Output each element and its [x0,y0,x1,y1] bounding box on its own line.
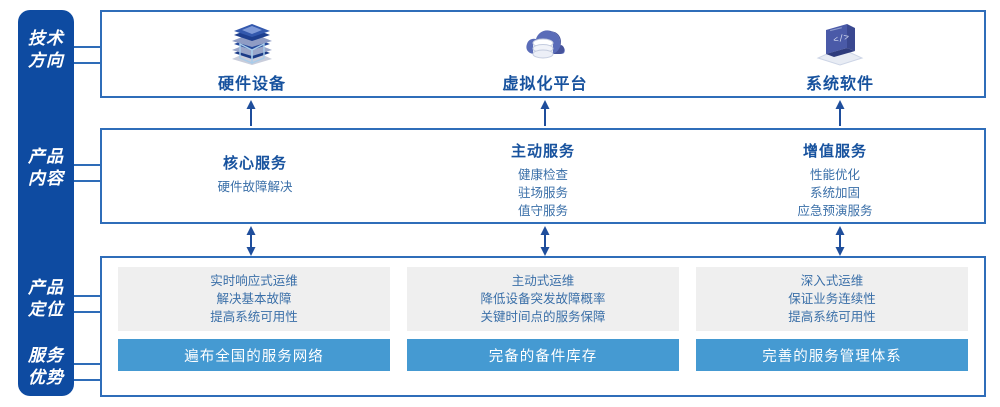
panel-product-content: 核心服务 硬件故障解决 主动服务 健康检查 驻场服务 值守服务 增值服务 性能优… [100,128,986,224]
position-line: 降低设备突发故障概率 [480,292,606,306]
position-line: 主动式运维 [511,274,575,288]
arrow-up-system-software [835,100,845,126]
content-column-proactive-service[interactable]: 主动服务 健康检查 驻场服务 值守服务 [408,140,678,220]
bottom-column-deep[interactable]: 深入式运维 保证业务连续性 提高系统可用性 完善的服务管理体系 [696,267,968,371]
arrow-up-hardware [246,100,256,126]
arrow-updown-proactive [540,226,550,256]
connector-tech-2 [74,62,102,64]
position-line: 实时响应式运维 [210,274,298,288]
position-line: 提高系统可用性 [788,310,876,324]
position-box-realtime: 实时响应式运维 解决基本故障 提高系统可用性 [118,267,390,331]
content-line: 应急预演服务 [797,204,873,218]
bottom-column-proactive[interactable]: 主动式运维 降低设备突发故障概率 关键时间点的服务保障 完备的备件库存 [407,267,679,371]
content-line: 健康检查 [517,168,568,182]
position-line: 保证业务连续性 [788,292,876,306]
position-line: 提高系统可用性 [210,310,298,324]
content-line: 驻场服务 [517,186,568,200]
panel-position-advantage: 实时响应式运维 解决基本故障 提高系统可用性 遍布全国的服务网络 主动式运维 降… [100,256,986,397]
position-line: 关键时间点的服务保障 [480,310,606,324]
advantage-banner-realtime[interactable]: 遍布全国的服务网络 [118,339,390,371]
connector-content-2 [74,180,102,182]
category-rail [18,10,74,396]
position-box-deep: 深入式运维 保证业务连续性 提高系统可用性 [696,267,968,331]
arrow-updown-deep [835,226,845,256]
tech-label-virtualization: 虚拟化平台 [502,76,588,93]
connector-tech-1 [74,46,102,48]
connector-advantage-2 [74,379,102,381]
tech-column-virtualization[interactable]: 虚拟化平台 [415,20,675,94]
content-line: 系统加固 [809,186,860,200]
content-title-core-service: 核心服务 [222,155,287,172]
laptop-code-icon: </> [710,20,970,66]
tech-label-hardware: 硬件设备 [217,76,286,93]
svg-text:</>: </> [832,32,850,46]
server-stack-icon [122,20,382,66]
arrow-updown-realtime [246,226,256,256]
content-title-proactive-service: 主动服务 [510,143,575,160]
connector-advantage-1 [74,363,102,365]
position-line: 深入式运维 [800,274,864,288]
content-line: 硬件故障解决 [217,180,293,194]
content-column-value-added-service[interactable]: 增值服务 性能优化 系统加固 应急预演服务 [700,140,970,220]
position-line: 解决基本故障 [216,292,292,306]
cloud-database-icon [415,20,675,66]
arrow-up-virtualization [540,100,550,126]
position-box-proactive: 主动式运维 降低设备突发故障概率 关键时间点的服务保障 [407,267,679,331]
panel-tech-direction: 硬件设备 虚拟化平台 [100,10,986,98]
tech-label-system-software: 系统软件 [805,76,874,93]
bottom-column-realtime[interactable]: 实时响应式运维 解决基本故障 提高系统可用性 遍布全国的服务网络 [118,267,390,371]
advantage-banner-deep[interactable]: 完善的服务管理体系 [696,339,968,371]
content-line: 性能优化 [809,168,860,182]
tech-column-system-software[interactable]: </> 系统软件 [710,20,970,94]
content-line: 值守服务 [517,204,568,218]
connector-position-1 [74,295,102,297]
connector-position-2 [74,311,102,313]
content-title-value-added-service: 增值服务 [802,143,867,160]
content-column-core-service[interactable]: 核心服务 硬件故障解决 [120,152,390,196]
advantage-banner-proactive[interactable]: 完备的备件库存 [407,339,679,371]
tech-column-hardware[interactable]: 硬件设备 [122,20,382,94]
connector-content-1 [74,164,102,166]
